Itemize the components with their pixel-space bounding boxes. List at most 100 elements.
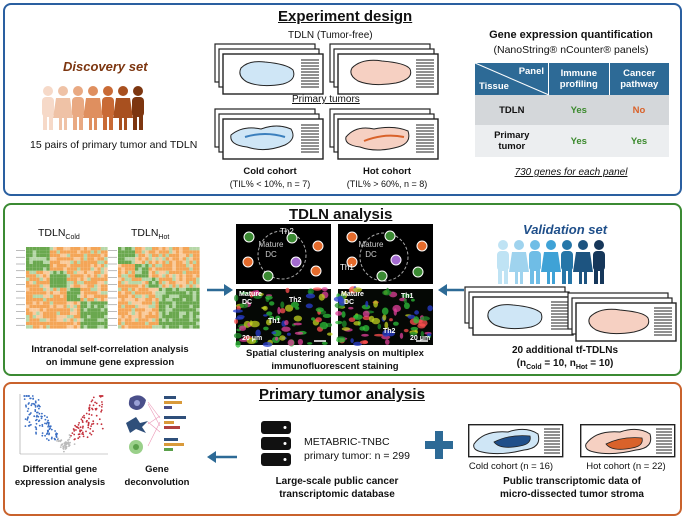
heatmap-cell xyxy=(56,264,60,268)
heatmap-cell xyxy=(192,281,197,285)
volcano-point xyxy=(88,404,91,406)
heatmap-cell xyxy=(73,253,77,258)
heatmap-cell xyxy=(66,291,71,295)
heatmap-cell xyxy=(56,291,60,295)
heatmap-cell xyxy=(179,277,183,281)
heatmap-cell xyxy=(70,311,74,315)
heatmap-cell xyxy=(39,291,43,295)
heatmap-cell xyxy=(124,291,129,295)
heatmap-cell xyxy=(100,247,105,251)
heatmap-cell xyxy=(63,267,67,271)
heatmap-cell xyxy=(36,247,40,251)
heatmap-cell xyxy=(165,291,169,295)
heatmap-cell xyxy=(97,284,101,288)
volcano-point xyxy=(88,417,90,420)
heatmap-cell xyxy=(46,325,50,329)
micro-cell xyxy=(281,326,291,332)
heatmap-cell xyxy=(162,294,166,298)
heatmap-cell xyxy=(56,301,60,305)
volcano-point xyxy=(101,403,104,406)
heatmap-cell xyxy=(70,281,74,285)
heatmap-cell xyxy=(118,277,122,281)
heatmap-cell xyxy=(138,287,142,292)
heatmap-cell xyxy=(135,318,139,322)
heatmap-cell xyxy=(39,301,43,305)
heatmap-cell xyxy=(162,247,166,251)
heatmap-cell xyxy=(104,274,108,278)
heatmap-cell xyxy=(186,284,190,288)
heatmap-cell xyxy=(175,270,180,275)
heatmap-cell xyxy=(66,257,71,261)
micro-cell xyxy=(239,302,249,309)
heatmap-cell xyxy=(128,253,132,258)
heatmap-cell xyxy=(135,284,139,288)
volcano-point xyxy=(25,405,27,408)
heatmap-cell xyxy=(97,311,101,315)
volcano-point xyxy=(88,413,91,416)
heatmap-cell xyxy=(77,260,81,264)
micro-cell xyxy=(233,332,242,339)
volcano-point xyxy=(80,429,83,432)
heatmap-cell xyxy=(70,291,74,295)
heatmap-cell xyxy=(145,315,149,319)
volcano-point xyxy=(31,395,34,397)
heatmap-cell xyxy=(155,287,159,292)
heatmap-cell xyxy=(135,267,139,271)
heatmap-cell xyxy=(39,250,43,254)
heatmap-cell xyxy=(60,301,64,305)
heatmap-cell xyxy=(196,301,200,305)
heatmap-cell xyxy=(83,247,88,251)
heatmap-cell xyxy=(43,260,47,264)
heatmap-cell xyxy=(73,291,77,295)
heatmap-cell xyxy=(179,247,183,251)
heatmap-cell xyxy=(73,277,77,281)
volcano-point xyxy=(69,436,71,439)
heatmap-cell xyxy=(100,301,105,305)
microscopy-cold xyxy=(232,287,333,348)
heatmap-cell xyxy=(46,291,50,295)
heatmap-cell xyxy=(175,250,180,254)
heatmap-cell xyxy=(124,301,129,305)
row-tdln-label: TDLN xyxy=(499,104,525,116)
heatmap-cell xyxy=(148,287,152,292)
micro-cell xyxy=(254,290,260,296)
heatmap-cell xyxy=(158,274,163,278)
heatmap-cell xyxy=(182,308,186,312)
heatmap-cell xyxy=(53,270,57,275)
heatmap-cell xyxy=(87,304,91,309)
heatmap-cell xyxy=(182,301,186,305)
heatmap-cell xyxy=(36,253,40,258)
heatmap-cell xyxy=(73,274,77,278)
heatmap-cell xyxy=(196,257,200,261)
heatmap-cell xyxy=(165,294,169,298)
heatmap-cell xyxy=(104,281,108,285)
heatmap-cell xyxy=(121,308,125,312)
heatmap-cell xyxy=(36,298,40,302)
heatmap-cell xyxy=(87,298,91,302)
heatmap-cell xyxy=(80,315,84,319)
volcano-point xyxy=(35,432,37,435)
heatmap-cell xyxy=(87,291,91,295)
heatmap-cell xyxy=(155,321,159,326)
heatmap-cell xyxy=(53,298,57,302)
heatmap-cell xyxy=(138,250,142,254)
volcano-point xyxy=(62,446,65,449)
heatmap-cell xyxy=(32,308,37,312)
heatmap-cell xyxy=(97,318,101,322)
heatmap-cell xyxy=(138,264,142,268)
micro-cold-scale: 20 μm xyxy=(242,335,263,342)
heatmap-cell xyxy=(39,304,43,309)
micro-cell xyxy=(286,332,291,336)
heatmap-cell xyxy=(90,291,94,295)
micro-hot-th1: Th1 xyxy=(401,293,414,300)
stroma-slide-cold xyxy=(467,423,564,458)
heatmap-cell xyxy=(90,325,94,329)
volcano-point xyxy=(83,416,86,419)
micro-cell xyxy=(287,339,295,346)
heatmap-cell xyxy=(46,247,50,251)
heatmap-cell xyxy=(131,315,135,319)
heatmap-hot xyxy=(108,247,200,329)
volcano-point xyxy=(89,432,91,435)
heatmap-cell xyxy=(53,308,57,312)
heatmap-cell xyxy=(29,318,33,322)
